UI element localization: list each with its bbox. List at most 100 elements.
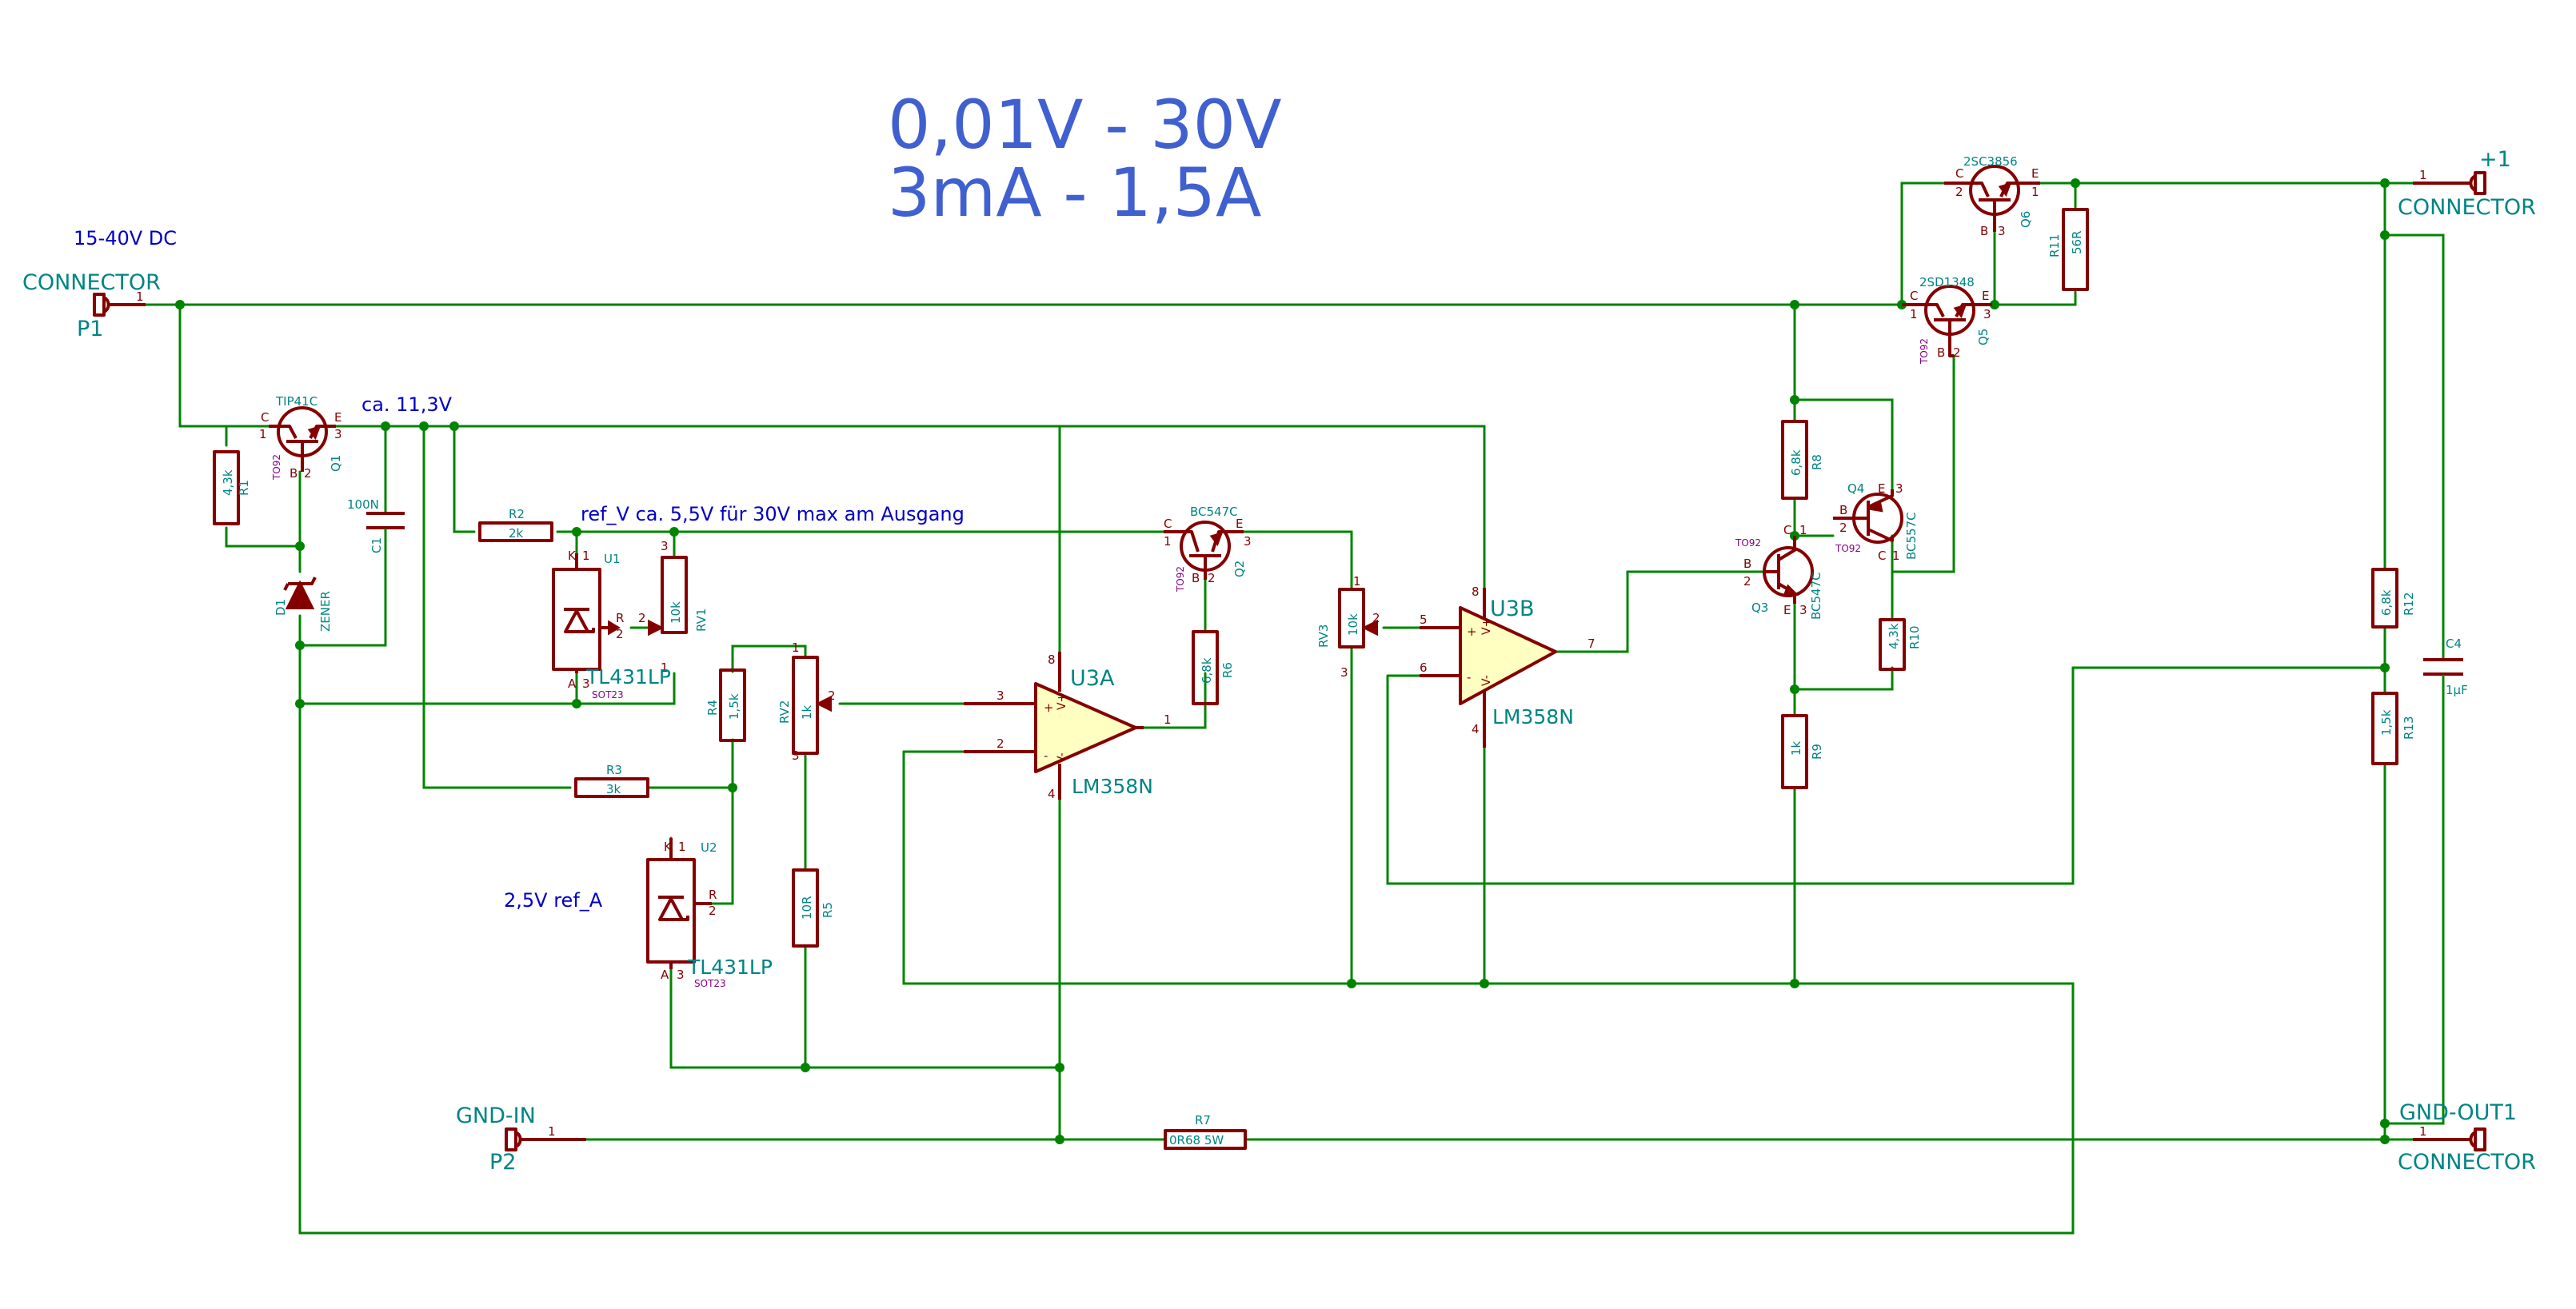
svg-text:TO92: TO92 [1175, 566, 1186, 593]
svg-text:B: B [1839, 503, 1847, 517]
svg-text:V+: V+ [1480, 618, 1493, 635]
resistor-r11: 56R R11 [2047, 208, 2089, 291]
gnd-out-ref: GND-OUT1 [2399, 1100, 2517, 1125]
svg-text:2: 2 [709, 904, 717, 918]
svg-text:2: 2 [638, 611, 646, 625]
svg-text:6,8k: 6,8k [1200, 657, 1214, 684]
svg-text:8: 8 [1048, 653, 1056, 667]
svg-text:1: 1 [1799, 523, 1807, 537]
note-ref-a: 2,5V ref_A [504, 889, 603, 912]
transistor-q6: 2SC3856 C 2 E 1 B 3 Q6 [1944, 154, 2040, 238]
svg-text:R6: R6 [1220, 662, 1235, 678]
svg-text:RV3: RV3 [1316, 625, 1331, 648]
svg-text:R10: R10 [1907, 625, 1922, 649]
svg-text:D1: D1 [274, 599, 288, 616]
svg-text:E: E [2031, 166, 2039, 181]
svg-text:SOT23: SOT23 [694, 978, 726, 989]
svg-text:1k: 1k [800, 704, 814, 720]
resistor-r5: 10R R5 [792, 868, 835, 948]
svg-text:R8: R8 [1810, 454, 1824, 470]
svg-text:E: E [1236, 517, 1243, 531]
svg-text:BC547C: BC547C [1190, 505, 1238, 519]
svg-text:+: + [1044, 700, 1054, 715]
svg-text:C: C [1910, 289, 1918, 303]
wires [144, 182, 2445, 1235]
potentiometer-rv2: 1 3 2 1k RV2 [777, 641, 836, 763]
junctions [175, 178, 2390, 1144]
svg-text:100N: 100N [347, 497, 379, 512]
svg-text:3: 3 [1340, 665, 1348, 680]
svg-text:2SC3856: 2SC3856 [1963, 154, 2018, 169]
svg-text:2: 2 [1372, 611, 1380, 625]
resistor-r12: 6,8k R12 [2371, 568, 2416, 629]
p1-value: CONNECTOR [22, 270, 161, 295]
svg-text:1k: 1k [1789, 740, 1803, 756]
potentiometer-rv3: 1 3 2 10k RV3 [1316, 574, 1380, 680]
resistor-r7: R7 0R68 5W [1164, 1113, 1247, 1150]
svg-text:6,8k: 6,8k [1789, 449, 1803, 476]
svg-text:C: C [261, 410, 269, 425]
svg-text:0R68 5W: 0R68 5W [1169, 1133, 1224, 1147]
svg-text:4,3k: 4,3k [221, 469, 235, 496]
svg-text:3: 3 [1895, 481, 1903, 496]
svg-text:Q5: Q5 [1976, 329, 1991, 345]
svg-text:B: B [1937, 345, 1945, 360]
svg-text:Q6: Q6 [2019, 211, 2033, 228]
title-current-range: 3mA - 1,5A [888, 154, 1262, 232]
svg-text:1: 1 [582, 549, 590, 563]
svg-text:B: B [290, 466, 298, 481]
svg-text:Q1: Q1 [329, 455, 343, 472]
svg-text:4: 4 [1048, 787, 1056, 801]
svg-text:C4: C4 [2446, 637, 2462, 651]
resistor-r1: 4,3k R1 [213, 450, 251, 525]
svg-text:1,5k: 1,5k [727, 693, 741, 720]
svg-text:TIP41C: TIP41C [275, 394, 318, 409]
svg-text:RV2: RV2 [777, 700, 792, 724]
connector-out-pos: 1 +1 CONNECTOR [2398, 147, 2536, 220]
svg-text:6: 6 [1420, 660, 1428, 675]
svg-text:E: E [1783, 603, 1791, 617]
gnd-out-value: CONNECTOR [2398, 1150, 2536, 1175]
svg-text:TO92: TO92 [1735, 537, 1761, 549]
svg-text:E: E [334, 410, 341, 425]
svg-text:U2: U2 [701, 840, 717, 855]
svg-text:1: 1 [259, 427, 267, 441]
transistor-q1: TIP41C C 1 E 3 B 2 TO92 Q1 [259, 394, 343, 481]
svg-text:R7: R7 [1195, 1113, 1211, 1127]
transistor-q4: Q4 B 2 E 3 C 1 TO92 BC557C [1833, 481, 1919, 563]
svg-text:10R: 10R [800, 896, 814, 920]
svg-text:10k: 10k [1346, 613, 1360, 636]
svg-text:K: K [664, 840, 673, 854]
svg-text:3: 3 [1244, 534, 1252, 549]
svg-text:C: C [1878, 549, 1886, 563]
svg-text:B: B [1743, 557, 1751, 571]
svg-text:2: 2 [304, 466, 312, 481]
svg-text:1: 1 [2419, 168, 2427, 182]
svg-text:U1: U1 [604, 552, 621, 566]
note-node-voltage: ca. 11,3V [361, 393, 453, 416]
svg-text:1: 1 [136, 289, 144, 304]
svg-text:-: - [1467, 670, 1471, 684]
note-ref-v: ref_V ca. 5,5V für 30V max am Ausgang [581, 503, 965, 525]
svg-text:K: K [568, 549, 577, 563]
u3a-value: LM358N [1072, 775, 1153, 798]
svg-text:3: 3 [1998, 224, 2006, 238]
connector-p1: 1 CONNECTOR P1 [22, 270, 161, 341]
u1-value: TL431LP [585, 665, 671, 688]
svg-text:1: 1 [2419, 1124, 2427, 1139]
connector-gnd-out: 1 GND-OUT1 CONNECTOR [2398, 1100, 2536, 1175]
title-voltage-range: 0,01V - 30V [888, 86, 1282, 164]
transistor-q5: 2SD1348 C 1 E 3 B 2 TO92 Q5 [1902, 275, 1992, 365]
resistor-r8: 6,8k R8 [1781, 420, 1824, 500]
svg-text:3: 3 [334, 427, 342, 441]
svg-text:1: 1 [1353, 574, 1361, 589]
svg-text:V-: V- [1480, 675, 1493, 686]
shunt-reference-u2: K 1 A 3 R 2 U2 TL431LP SOT23 [646, 838, 773, 989]
svg-text:C: C [1955, 166, 1963, 181]
svg-text:R: R [616, 611, 624, 625]
resistor-r9: 1k R9 [1781, 714, 1824, 789]
svg-text:-: - [1044, 748, 1048, 763]
p2-value: GND-IN [456, 1103, 536, 1128]
svg-text:6,8k: 6,8k [2379, 589, 2394, 616]
